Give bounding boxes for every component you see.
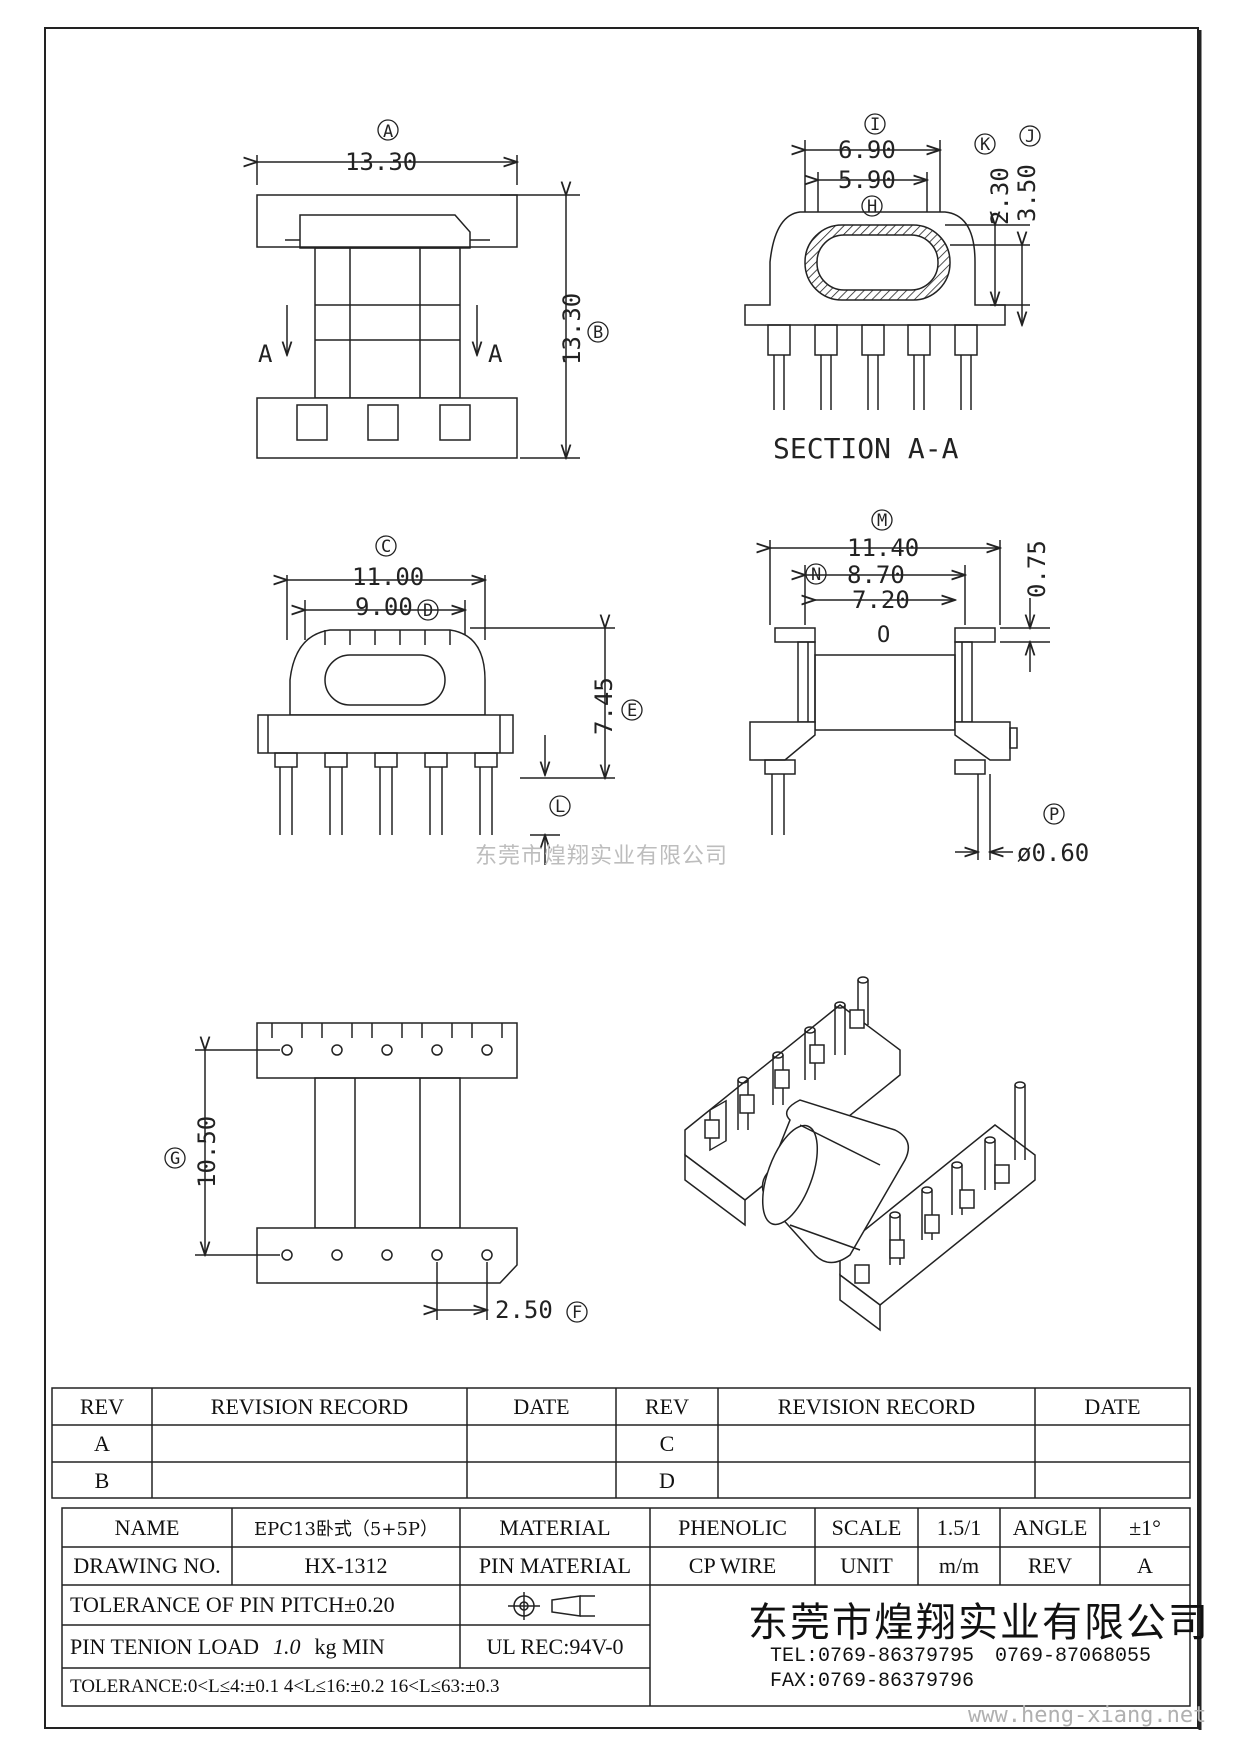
dim-side-flange: 0.75 <box>1023 540 1051 598</box>
dim-front-width: 11.00 <box>352 563 424 591</box>
dim-label-k: K <box>980 135 991 155</box>
dim-section-inner: 5.90 <box>838 166 896 194</box>
rev-header-record-2: REVISION RECORD <box>777 1393 976 1419</box>
dim-label-m: M <box>877 511 887 531</box>
rev-row-a: A <box>94 1430 110 1456</box>
tb-rev-label: REV <box>1028 1553 1072 1578</box>
tb-angle-value: ±1° <box>1129 1514 1161 1540</box>
dim-label-a: A <box>383 122 393 142</box>
dim-front-inner: 9.00 <box>355 593 413 621</box>
tb-angle-label: ANGLE <box>1012 1514 1088 1540</box>
rev-row-c: C <box>659 1430 675 1456</box>
tb-scale-value: 1.5/1 <box>936 1514 982 1540</box>
rev-header-rev-2: REV <box>645 1393 689 1419</box>
dim-top-section-mark-left: A <box>258 340 273 368</box>
sheet-border <box>44 27 1199 1729</box>
isometric-view <box>684 976 1036 1332</box>
section-title: SECTION A-A <box>773 432 959 465</box>
dim-section-k: 2.30 <box>986 167 1014 225</box>
dim-side-total: 11.40 <box>847 534 919 562</box>
top-view <box>257 155 580 458</box>
tb-ul-rec: UL REC:94V-0 <box>486 1633 624 1659</box>
watermark-company: 东莞市煌翔实业有限公司 <box>475 844 729 869</box>
tb-drawing-no-label: DRAWING NO. <box>73 1553 221 1578</box>
dim-label-i: I <box>870 115 880 135</box>
tb-pin-tenion-text: PIN TENION LOAD <box>70 1633 260 1659</box>
tb-name-label: NAME <box>114 1514 180 1540</box>
dim-front-height: 7.45 <box>590 677 618 735</box>
title-block-grid <box>61 1507 1191 1707</box>
rev-header-date-1: DATE <box>513 1393 570 1419</box>
dim-label-p: P <box>1049 805 1059 825</box>
dim-label-f: F <box>572 1303 582 1323</box>
tb-tel: TEL:0769-86379795 <box>770 1645 975 1668</box>
tb-tel2: 0769-87068055 <box>995 1645 1152 1668</box>
tb-unit-label: UNIT <box>840 1553 893 1578</box>
rev-header-record-1: REVISION RECORD <box>210 1393 409 1419</box>
rev-row-b: B <box>94 1467 110 1493</box>
tb-tolerance-pin-pitch: TOLERANCE OF PIN PITCH±0.20 <box>70 1592 395 1617</box>
tb-name-value: EPC13卧式（5+5P） <box>253 1518 439 1540</box>
dim-label-g: G <box>170 1149 180 1169</box>
tb-rev-value: A <box>1137 1553 1153 1578</box>
dim-label-d: D <box>423 601 433 621</box>
tb-pin-material-label: PIN MATERIAL <box>478 1553 632 1578</box>
tb-pin-tenion-label: PIN TENION LOAD 1.0 kg MIN <box>62 1625 460 1668</box>
rev-header-rev-1: REV <box>80 1393 124 1419</box>
tb-material-value: PHENOLIC <box>678 1514 787 1540</box>
tb-pin-tenion-unit: kg MIN <box>314 1633 385 1659</box>
tb-pin-tenion-value: 1.0 <box>273 1633 301 1659</box>
tb-fax: FAX:0769-86379796 <box>770 1670 975 1693</box>
dim-label-j: J <box>1025 127 1035 147</box>
dim-section-j: 3.50 <box>1013 164 1041 222</box>
dim-section-outer: 6.90 <box>838 136 896 164</box>
dim-side-pin: ø0.60 <box>1017 839 1089 867</box>
dim-label-o: O <box>877 623 890 648</box>
dim-bottom-pitch: 2.50 <box>495 1296 553 1324</box>
dim-bottom-height: 10.50 <box>193 1116 221 1188</box>
tb-tolerance-general: TOLERANCE:0<L≤4:±0.1 4<L≤16:±0.2 16<L≤63… <box>70 1676 500 1697</box>
dim-label-e: E <box>627 701 637 721</box>
section-view <box>744 140 1030 410</box>
tb-drawing-no-value: HX-1312 <box>304 1553 388 1578</box>
dim-top-section-mark-right: A <box>488 340 503 368</box>
watermark-url: www.heng-xiang.net <box>968 1703 1207 1728</box>
tb-company-name: 东莞市煌翔实业有限公司 <box>748 1600 1210 1646</box>
dim-side-inner: 7.20 <box>852 586 910 614</box>
dim-label-b: B <box>593 323 603 343</box>
dim-label-h: H <box>867 197 877 217</box>
dim-label-l: L <box>555 797 565 817</box>
tb-scale-label: SCALE <box>831 1514 902 1540</box>
bottom-view <box>195 1022 518 1320</box>
dim-label-n: N <box>811 565 821 585</box>
tb-material-label: MATERIAL <box>499 1514 611 1540</box>
tb-pin-material-value: CP WIRE <box>688 1553 777 1578</box>
tb-unit-value: m/m <box>938 1553 980 1578</box>
dim-top-width: 13.30 <box>345 148 417 176</box>
dim-top-height: 13.30 <box>558 293 586 365</box>
rev-row-d: D <box>659 1467 675 1493</box>
rev-header-date-2: DATE <box>1084 1393 1141 1419</box>
dim-side-mid: 8.70 <box>847 561 905 589</box>
revision-table-grid <box>51 1387 1191 1499</box>
side-view <box>749 540 1050 860</box>
dim-label-c: C <box>381 537 391 557</box>
front-view <box>257 575 615 865</box>
